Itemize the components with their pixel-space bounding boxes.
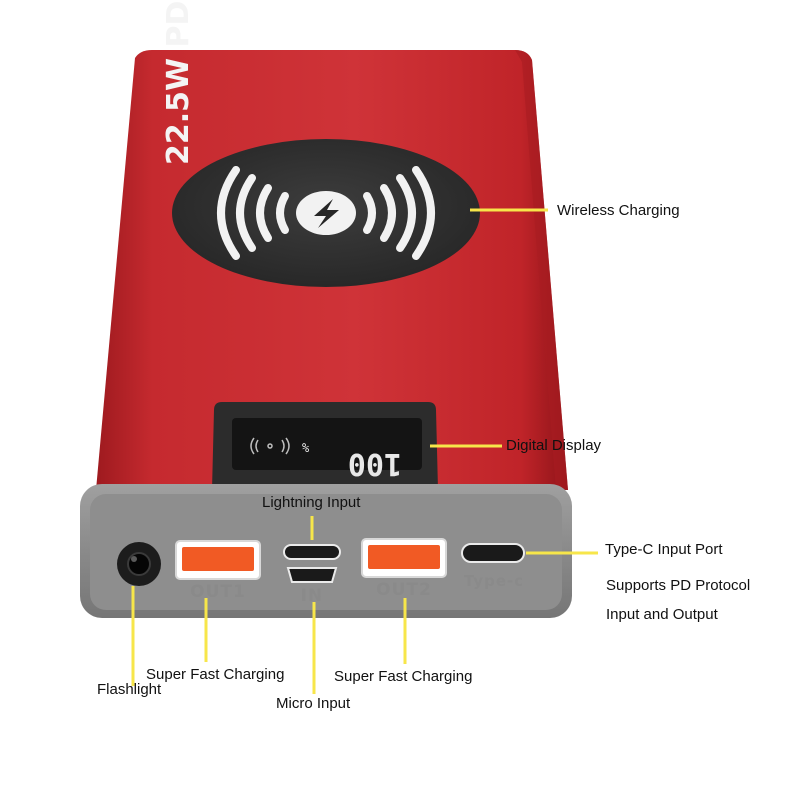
flashlight-glint [131, 556, 137, 562]
type-c-port [461, 543, 525, 563]
brand-mark: 22.5W PD [161, 1, 196, 165]
callout-super-fast-charging-left: Super Fast Charging [146, 666, 285, 683]
callout-pd-protocol-line2: Input and Output [606, 606, 718, 623]
lightning-bolt-icon [314, 199, 339, 228]
display-readout: 100 [348, 446, 402, 481]
lightning-port [283, 544, 341, 560]
callout-wireless-charging: Wireless Charging [557, 202, 680, 219]
callout-type-c-input-port: Type-C Input Port [605, 541, 723, 558]
callout-super-fast-charging-right: Super Fast Charging [334, 668, 473, 685]
callout-pd-protocol-line1: Supports PD Protocol [606, 577, 751, 594]
callout-micro-input: Micro Input [276, 695, 351, 712]
usb-port-out1-tongue [182, 547, 254, 571]
callout-leader-lines [131, 208, 598, 694]
digital-display-screen [232, 418, 422, 470]
display-unit: % [302, 441, 310, 455]
usb-port-out2-tongue [368, 545, 440, 569]
flashlight-lens-inner [127, 552, 151, 576]
wireless-charging-icon [217, 166, 435, 260]
port-label-out2: OUT2 [376, 580, 432, 600]
port-label-type-c: Type-c [464, 572, 524, 590]
port-label-out1: OUT1 [190, 582, 246, 602]
callout-flashlight: Flashlight [97, 681, 162, 698]
micro-usb-port [286, 567, 338, 583]
callout-lightning-input: Lightning Input [262, 494, 361, 511]
display-wireless-indicator-icon [250, 437, 290, 455]
callout-digital-display: Digital Display [506, 437, 602, 454]
port-label-in: IN [301, 586, 324, 606]
shell-edge-highlight [515, 50, 568, 490]
